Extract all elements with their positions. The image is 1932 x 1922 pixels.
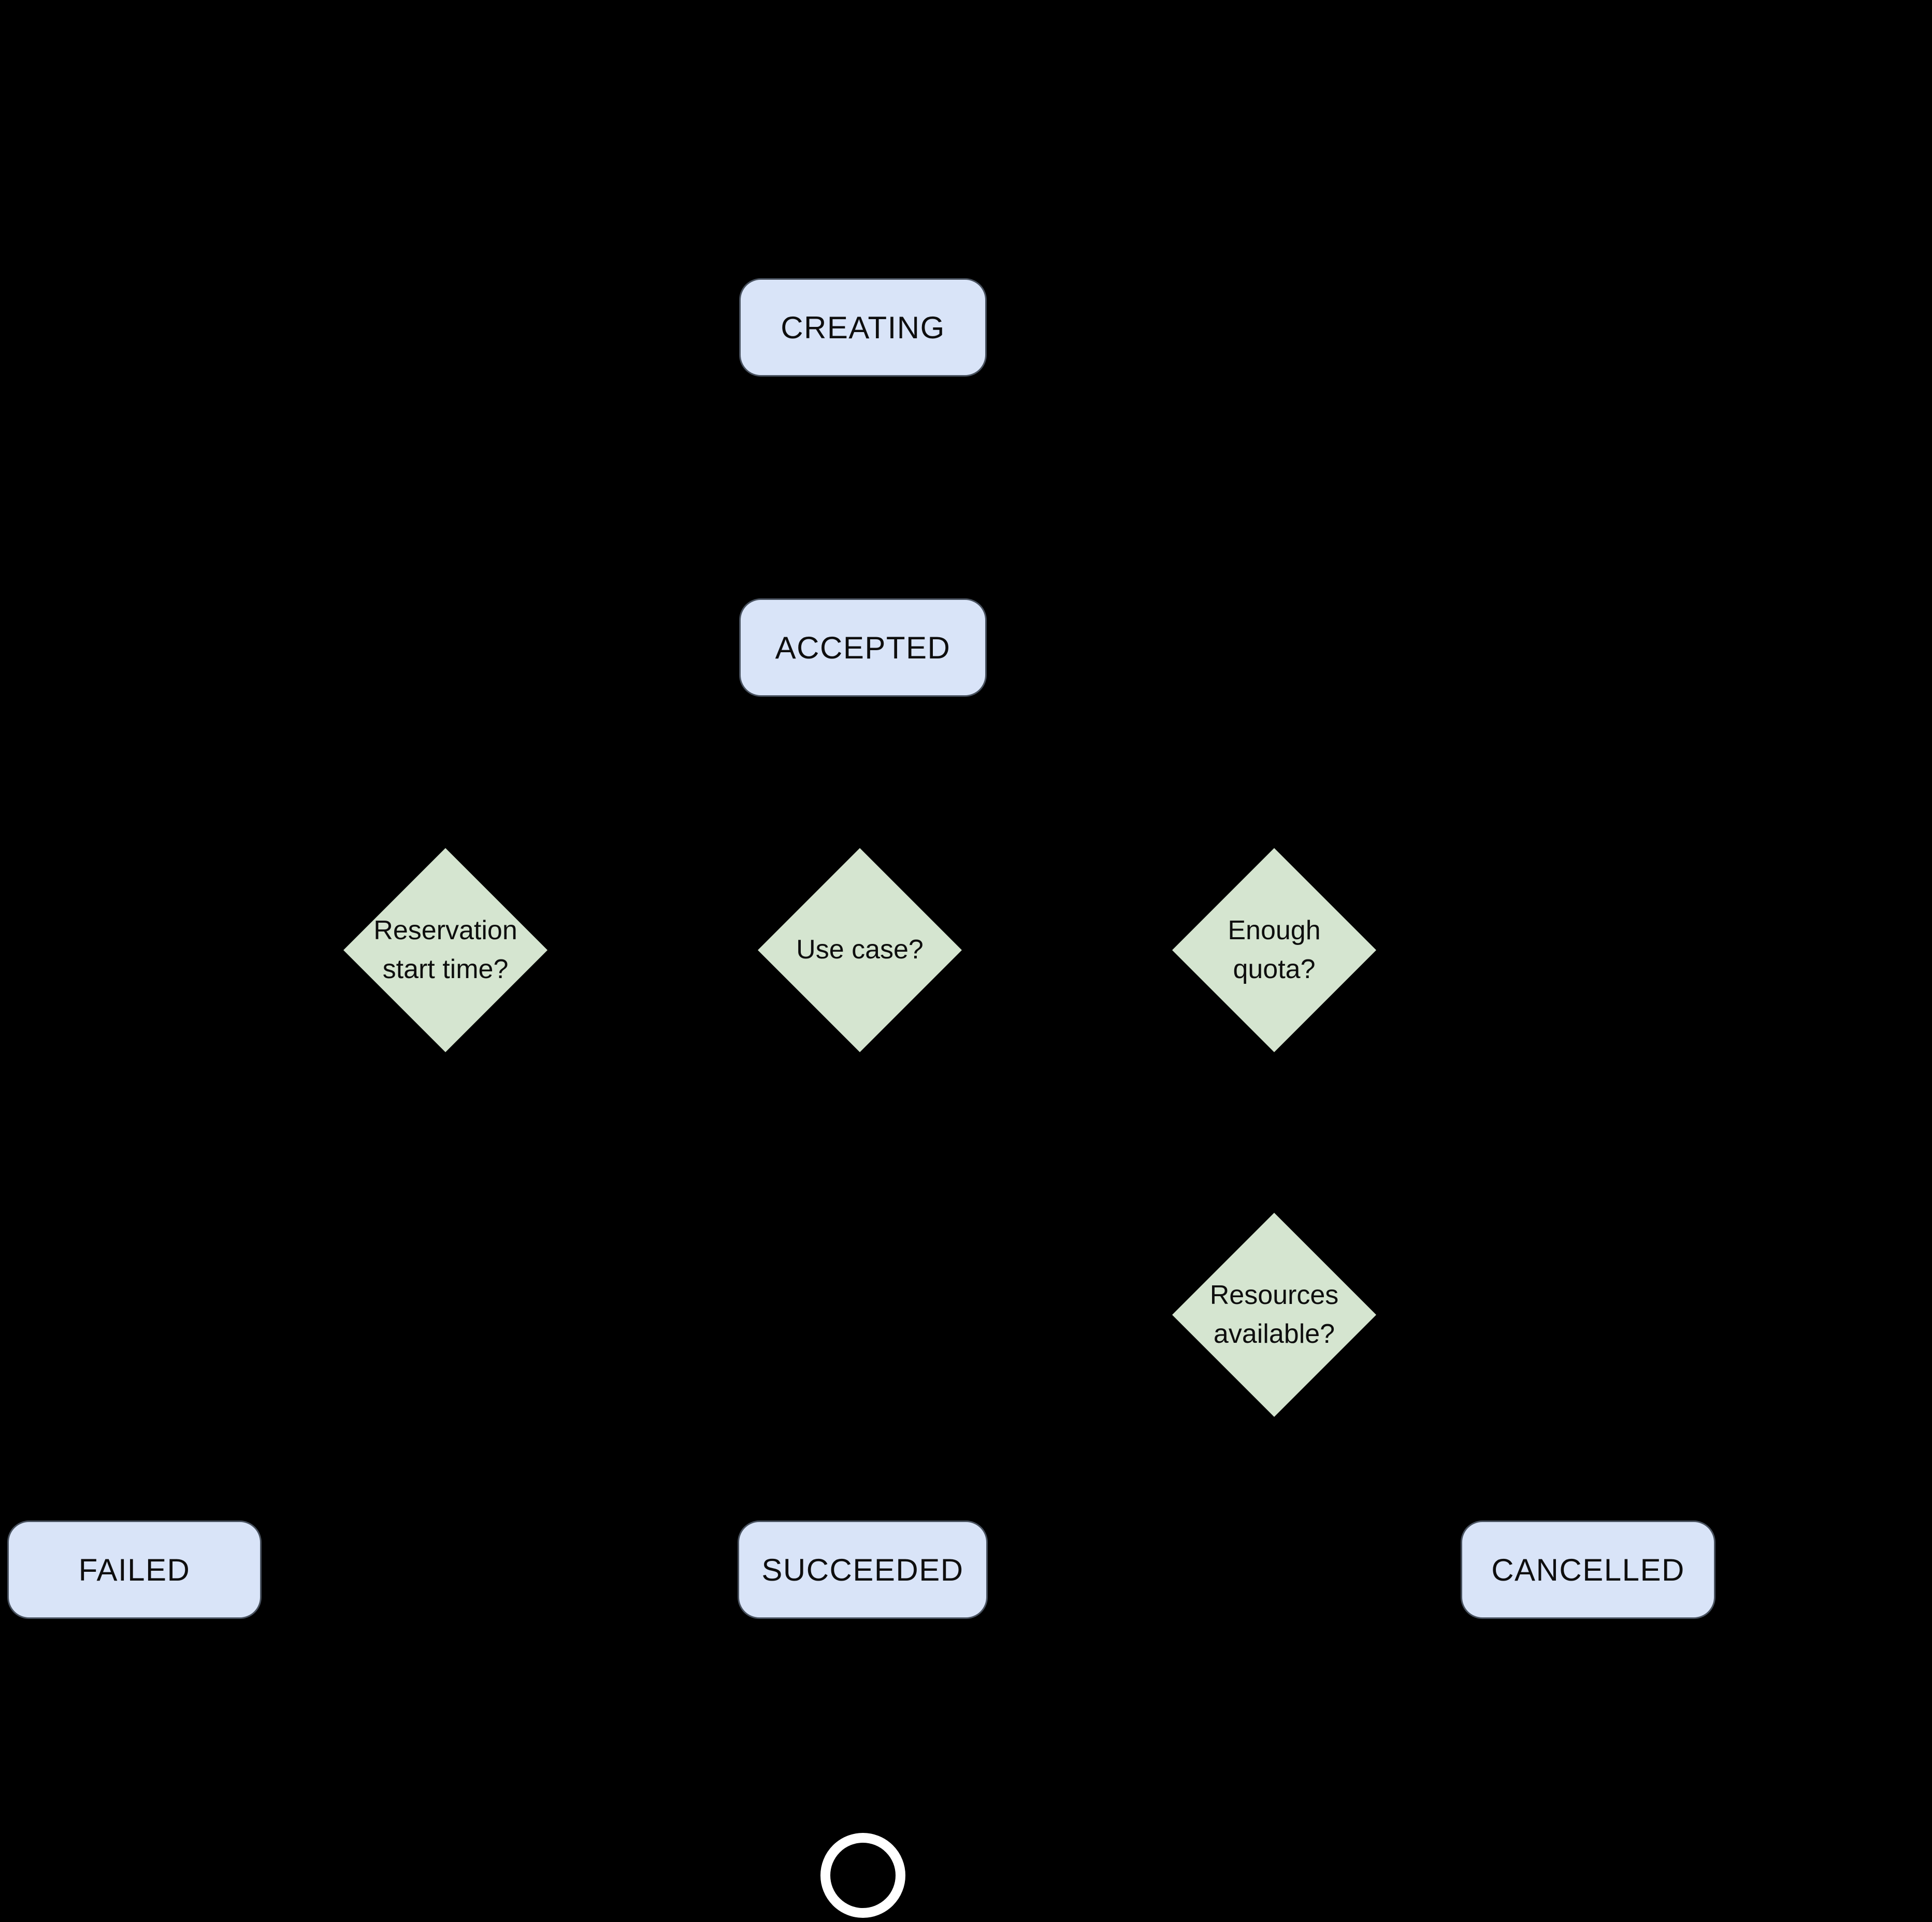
decision-reservation-start-time: Reservation start time? [343, 848, 547, 1052]
state-failed: FAILED [7, 1521, 262, 1619]
state-creating-label: CREATING [781, 310, 945, 345]
decision-enough-quota: Enough quota? [1172, 848, 1376, 1052]
state-accepted-label: ACCEPTED [775, 630, 951, 665]
decision-resources-available-label: Resources available? [1209, 1280, 1339, 1349]
state-succeeded-label: SUCCEEDED [761, 1552, 964, 1587]
decision-use-case-label: Use case? [796, 935, 924, 965]
state-succeeded: SUCCEEDED [738, 1521, 988, 1619]
decision-use-case: Use case? [758, 848, 962, 1052]
state-cancelled-label: CANCELLED [1491, 1552, 1685, 1587]
state-creating: CREATING [739, 278, 987, 377]
state-failed-label: FAILED [78, 1552, 191, 1587]
flow-end-circle-icon [820, 1833, 905, 1918]
state-accepted: ACCEPTED [739, 598, 987, 697]
decision-enough-quota-label: Enough quota? [1228, 915, 1321, 984]
decision-resources-available: Resources available? [1172, 1213, 1376, 1417]
state-cancelled: CANCELLED [1461, 1521, 1715, 1619]
decision-reservation-start-time-label: Reservation start time? [373, 915, 517, 984]
